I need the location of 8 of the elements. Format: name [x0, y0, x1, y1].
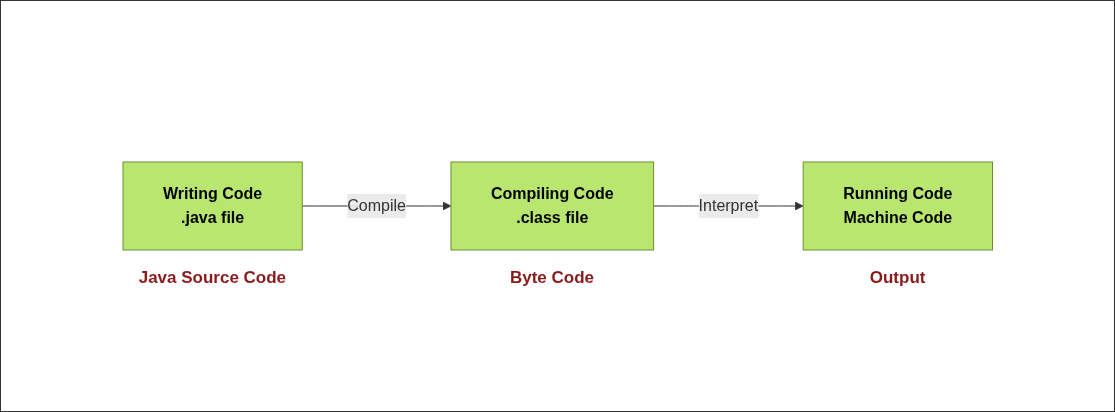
node-caption: Java Source Code [138, 268, 287, 288]
node-box: Running Code Machine Code [802, 161, 993, 251]
node-box: Compiling Code .class file [450, 161, 654, 251]
node-caption: Output [869, 268, 926, 288]
node-box: Writing Code .java file [122, 161, 303, 251]
edge-label: Compile [347, 197, 406, 214]
node-caption: Byte Code [510, 268, 595, 288]
edge-label: Interpret [698, 197, 758, 214]
